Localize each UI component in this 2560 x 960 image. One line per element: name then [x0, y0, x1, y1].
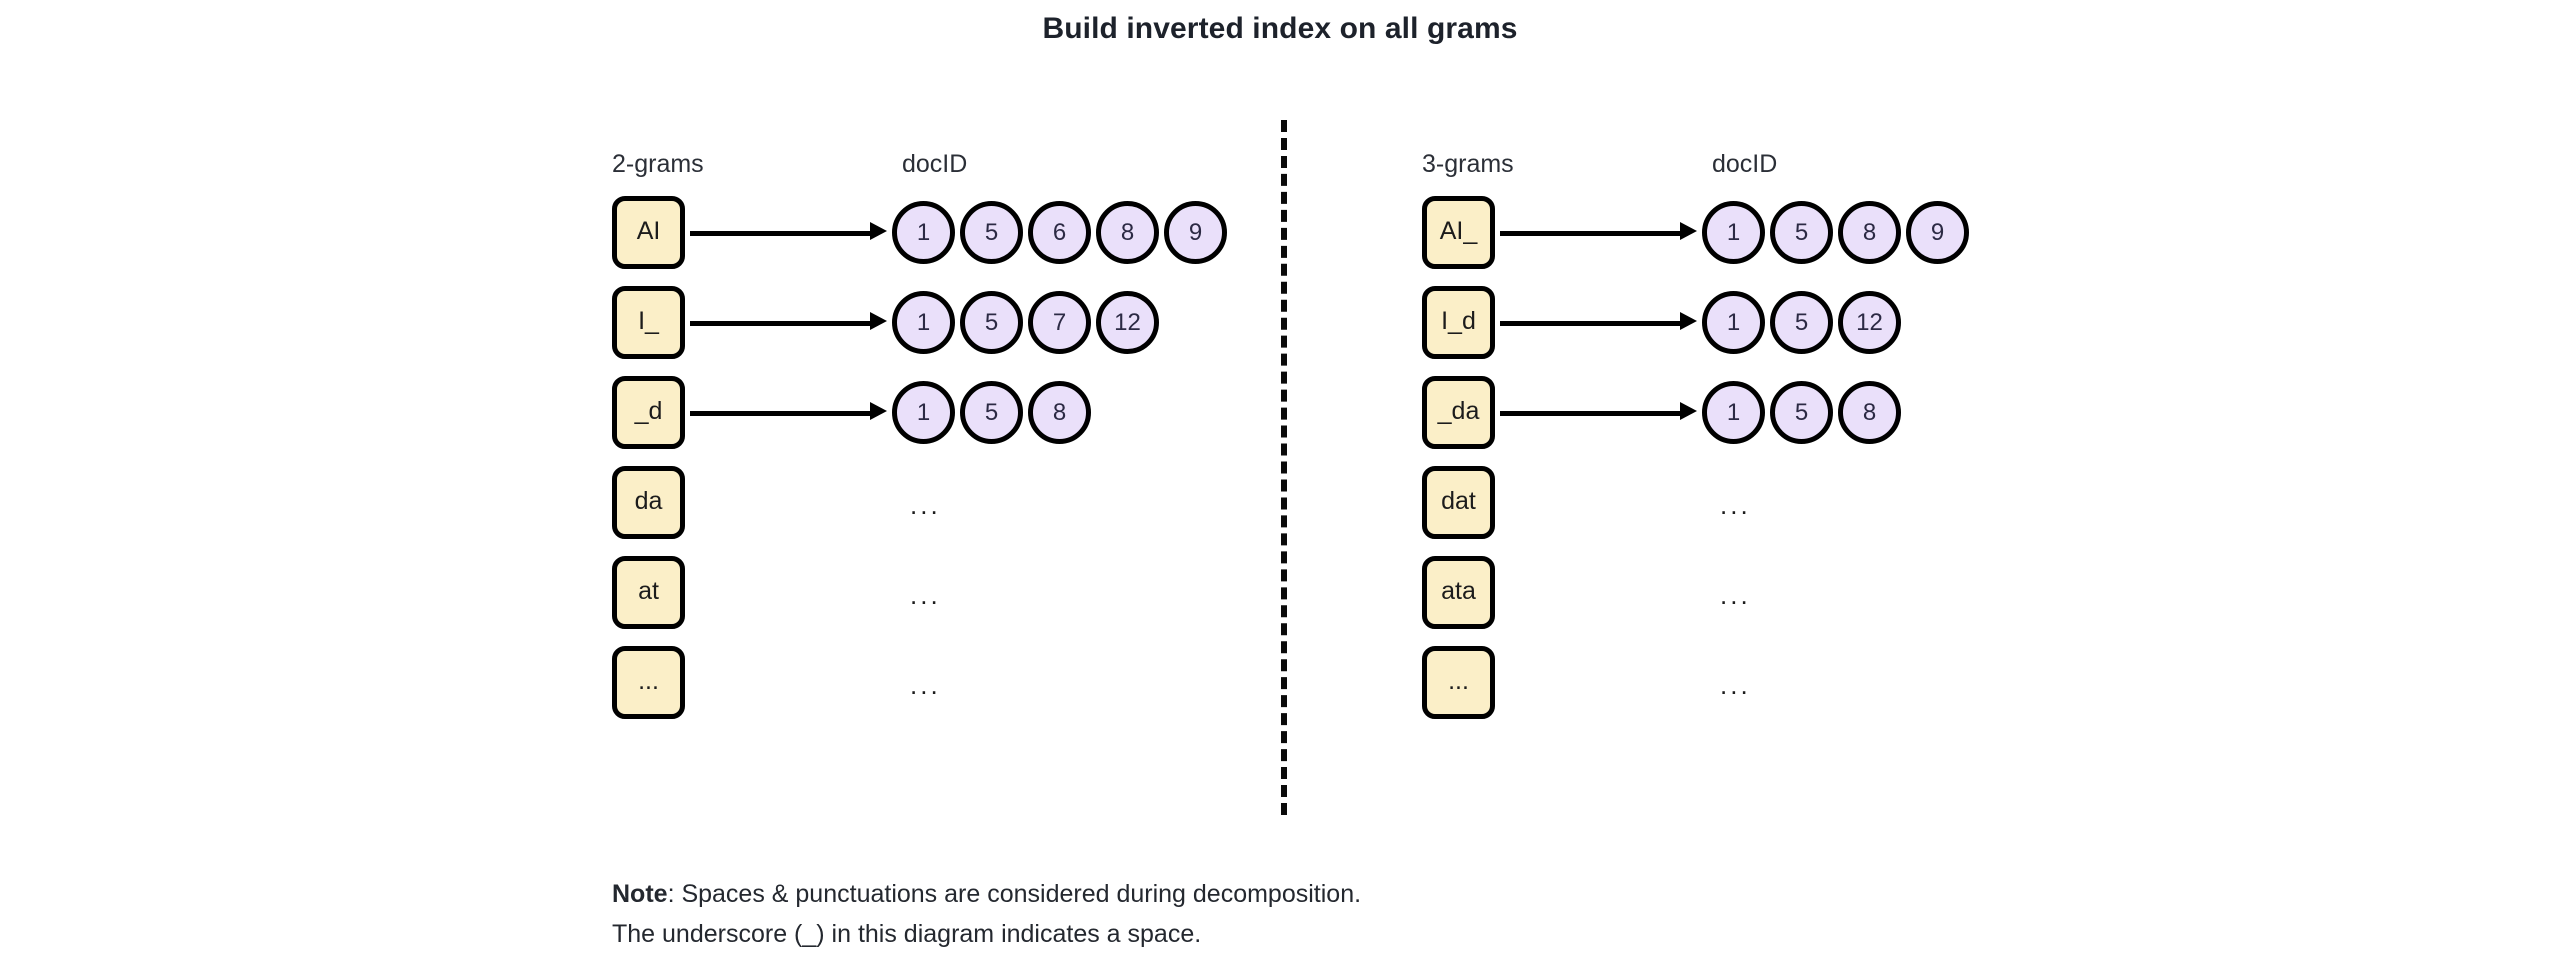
arrow-shaft [1500, 321, 1681, 326]
page-title: Build inverted index on all grams [1042, 12, 1518, 45]
gram-box-label: AI [636, 217, 661, 245]
docid-circle[interactable]: 1 [1702, 201, 1765, 264]
docid-circle[interactable]: 8 [1838, 201, 1901, 264]
arrow-head [870, 402, 887, 420]
gram-box[interactable]: I_d [1422, 286, 1495, 359]
docid-circle[interactable]: 1 [892, 201, 955, 264]
gram-box-label: I_d [1441, 307, 1476, 335]
gram-box[interactable]: dat [1422, 466, 1495, 539]
gram-box[interactable]: I_ [612, 286, 685, 359]
docid-ellipsis: ... [910, 580, 941, 610]
note-line-2: The underscore (_) in this diagram indic… [612, 920, 1202, 948]
gram-box[interactable]: _da [1422, 376, 1495, 449]
note-text: Note: Spaces & punctuations are consider… [612, 874, 1361, 954]
gram-box[interactable]: AI [612, 196, 685, 269]
note-line-1-rest: : Spaces & punctuations are considered d… [667, 880, 1362, 908]
docid-circle[interactable]: 5 [960, 201, 1023, 264]
docid-circle[interactable]: 12 [1096, 291, 1159, 354]
arrow-head [1680, 312, 1697, 330]
docid-ellipsis: ... [910, 490, 941, 520]
docid-circle[interactable]: 5 [960, 381, 1023, 444]
gram-column-header: 3-grams [1422, 150, 1514, 178]
docid-circle[interactable]: 8 [1096, 201, 1159, 264]
docid-circle[interactable]: 1 [1702, 381, 1765, 444]
gram-box-label: dat [1441, 487, 1476, 515]
docid-circle[interactable]: 7 [1028, 291, 1091, 354]
arrow-shaft [1500, 231, 1681, 236]
docid-circle[interactable]: 5 [1770, 201, 1833, 264]
arrow-shaft [690, 411, 871, 416]
docid-circle[interactable]: 5 [1770, 381, 1833, 444]
gram-box[interactable]: da [612, 466, 685, 539]
gram-box-label: ... [1448, 667, 1469, 695]
arrow-shaft [1500, 411, 1681, 416]
docid-circle[interactable]: 1 [892, 291, 955, 354]
arrow-head [870, 312, 887, 330]
gram-box-label: _d [634, 397, 663, 425]
gram-box-label: I_ [638, 307, 659, 335]
gram-box-label: AI_ [1439, 217, 1478, 245]
gram-box-label: at [638, 577, 659, 605]
docid-circle[interactable]: 6 [1028, 201, 1091, 264]
docid-ellipsis: ... [910, 670, 941, 700]
gram-box-label: ata [1441, 577, 1476, 605]
note-line-1: Note: Spaces & punctuations are consider… [612, 874, 1361, 914]
gram-box[interactable]: at [612, 556, 685, 629]
gram-box[interactable]: ata [1422, 556, 1495, 629]
arrow-head [870, 222, 887, 240]
docid-circle[interactable]: 5 [1770, 291, 1833, 354]
gram-box-label: ... [638, 667, 659, 695]
docid-circle[interactable]: 9 [1164, 201, 1227, 264]
gram-box[interactable]: AI_ [1422, 196, 1495, 269]
gram-box[interactable]: ... [612, 646, 685, 719]
arrow-shaft [690, 231, 871, 236]
docid-circle[interactable]: 8 [1028, 381, 1091, 444]
docid-column-header: docID [902, 150, 968, 178]
docid-ellipsis: ... [1720, 670, 1751, 700]
docid-ellipsis: ... [1720, 490, 1751, 520]
docid-circle[interactable]: 1 [892, 381, 955, 444]
docid-ellipsis: ... [1720, 580, 1751, 610]
gram-box[interactable]: _d [612, 376, 685, 449]
note-label: Note [612, 880, 668, 908]
arrow-shaft [690, 321, 871, 326]
gram-box-label: da [634, 487, 663, 515]
docid-column-header: docID [1712, 150, 1778, 178]
docid-circle[interactable]: 12 [1838, 291, 1901, 354]
docid-circle[interactable]: 8 [1838, 381, 1901, 444]
arrow-head [1680, 222, 1697, 240]
docid-circle[interactable]: 9 [1906, 201, 1969, 264]
arrow-head [1680, 402, 1697, 420]
gram-box[interactable]: ... [1422, 646, 1495, 719]
docid-circle[interactable]: 5 [960, 291, 1023, 354]
docid-circle[interactable]: 1 [1702, 291, 1765, 354]
gram-box-label: _da [1437, 397, 1480, 425]
gram-column-header: 2-grams [612, 150, 704, 178]
vertical-dashed-divider [1281, 120, 1287, 815]
